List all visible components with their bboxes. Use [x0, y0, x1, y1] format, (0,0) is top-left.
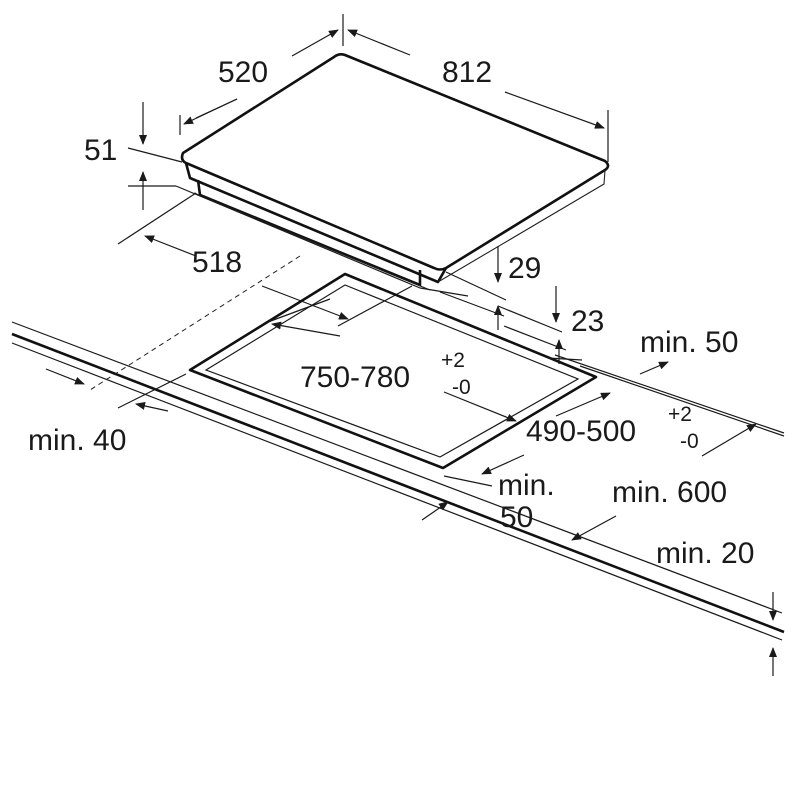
dimension-cutout-depth: 490-500 +2 -0 [481, 392, 699, 475]
worktop [11, 255, 785, 641]
dim-label-518: 518 [192, 246, 242, 279]
dimension-cutout-width: 750-780 +2 -0 [267, 298, 517, 422]
dimension-min-back: min. 50 [547, 326, 738, 375]
dimension-hob-width: 812 [347, 29, 609, 162]
dim-tol-minus-cutout-width: -0 [452, 376, 471, 399]
hob-housing [196, 179, 422, 287]
dim-tol-plus-cutout-depth: +2 [668, 403, 692, 426]
cutout-opening [188, 272, 598, 470]
dimension-min-left: min. 40 [28, 368, 187, 457]
dim-label-min-front-1: min. [498, 469, 555, 502]
dimension-hob-height: 51 [84, 102, 183, 210]
dimension-hob-base-depth: 518 [117, 192, 413, 327]
hob-glass-edge [184, 162, 448, 284]
dim-label-min-left: min. 40 [28, 424, 126, 457]
dim-label-51: 51 [84, 134, 117, 167]
dim-label-min-back: min. 50 [640, 326, 738, 359]
dim-tol-plus-cutout-width: +2 [441, 349, 465, 372]
dim-label-520: 520 [218, 56, 268, 89]
dim-label-min-worktop-thickness: min. 20 [656, 537, 754, 570]
cutout-outline [188, 272, 598, 470]
dim-label-29: 29 [508, 252, 541, 285]
worktop-back-edge [11, 332, 785, 634]
dimension-min-worktop-depth: min. 600 [571, 423, 757, 541]
dimension-min-front: min. 50 [421, 469, 555, 534]
dim-label-min-worktop-depth: min. 600 [612, 476, 727, 509]
hob-unit [175, 53, 610, 297]
dim-label-812: 812 [442, 56, 492, 89]
dimension-bottom-height: 23 [497, 286, 604, 364]
dim-tol-minus-cutout-depth: -0 [680, 430, 699, 453]
dimension-rim-height: 29 [439, 246, 541, 330]
dim-label-cutout-depth: 490-500 [526, 415, 636, 448]
dim-label-23: 23 [571, 305, 604, 338]
dim-label-cutout-width: 750-780 [300, 361, 410, 394]
dim-label-min-front-2: 50 [500, 501, 533, 534]
dimension-min-worktop-thickness: min. 20 [656, 537, 777, 676]
dimension-hob-depth: 520 [179, 14, 344, 135]
